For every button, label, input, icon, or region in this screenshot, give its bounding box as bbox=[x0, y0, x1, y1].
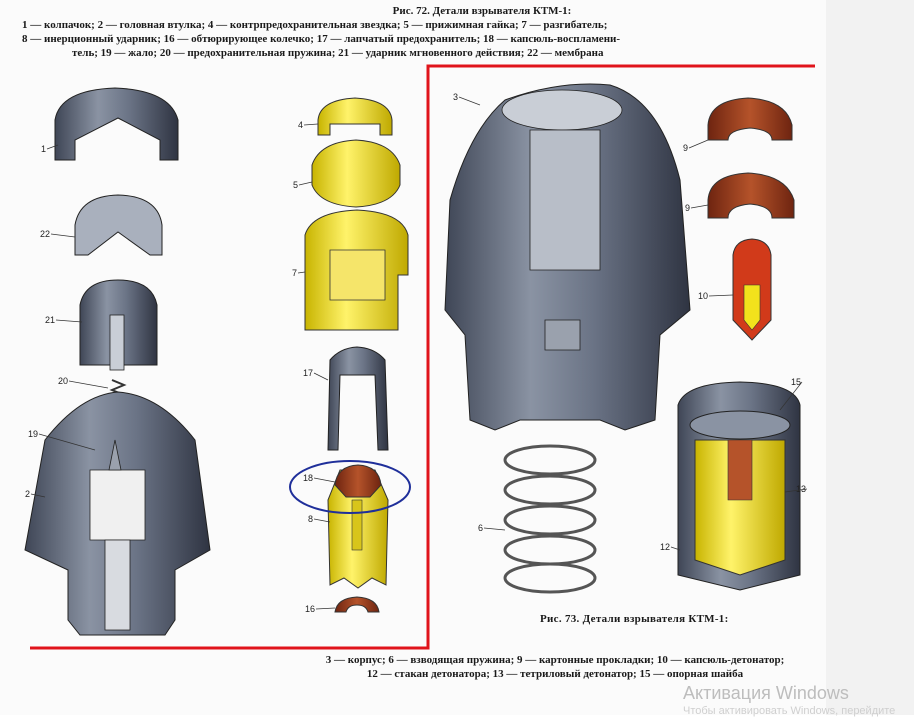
fig72-legend-line: 1 — колпачок; 2 — головная втулка; 4 — к… bbox=[22, 19, 608, 31]
leader-line bbox=[483, 527, 506, 531]
fig72-legend-line: тель; 19 — жало; 20 — предохранительная … bbox=[72, 47, 604, 59]
part-number-label: 3 bbox=[453, 92, 458, 102]
leader-line bbox=[670, 546, 681, 551]
part-number-label: 19 bbox=[28, 429, 38, 439]
fig72-title: Рис. 72. Детали взрывателя КТМ-1: bbox=[392, 5, 572, 17]
blue-highlight-circle bbox=[289, 460, 411, 514]
leader-line bbox=[38, 433, 96, 451]
fig73-legend-line: 12 — стакан детонатора; 13 — тетриловый … bbox=[366, 668, 744, 680]
part-5-clamp-nut bbox=[311, 139, 401, 208]
leader-line bbox=[688, 139, 709, 149]
leader-line bbox=[55, 319, 83, 323]
windows-activation-subtext: Чтобы активировать Windows, перейдите bbox=[683, 705, 896, 717]
leader-line bbox=[315, 607, 336, 610]
part-number-label: 6 bbox=[478, 523, 483, 533]
part-1-cap bbox=[54, 87, 179, 161]
leader-line bbox=[303, 123, 319, 126]
leader-line bbox=[50, 233, 76, 238]
part-number-label: 17 bbox=[303, 368, 313, 378]
fig73-legend-line: 3 — корпус; 6 — взводящая пружина; 9 — к… bbox=[325, 654, 785, 666]
part-16-obturating-ring bbox=[334, 596, 380, 613]
leader-line bbox=[46, 144, 59, 150]
part-number-label: 9 bbox=[685, 203, 690, 213]
part-10-detonator-cap bbox=[732, 238, 772, 341]
red-frame-line bbox=[30, 64, 815, 650]
leader-line bbox=[784, 488, 808, 493]
leader-line bbox=[68, 380, 109, 389]
part-7-expander bbox=[304, 209, 409, 331]
part-number-label: 12 bbox=[660, 542, 670, 552]
part-17-paw-safety bbox=[327, 346, 389, 451]
fig72-legend-line: 8 — инерционный ударник; 16 — обтюрирующ… bbox=[22, 33, 621, 45]
leader-line bbox=[30, 493, 46, 498]
part-number-label: 22 bbox=[40, 229, 50, 239]
part-number-label: 8 bbox=[308, 514, 313, 524]
part-2-head-sleeve bbox=[24, 391, 211, 636]
part-21-instant-striker bbox=[79, 279, 158, 371]
leader-line bbox=[313, 477, 336, 483]
part-number-label: 2 bbox=[25, 489, 30, 499]
part-6-cocking-spring bbox=[503, 444, 597, 594]
leader-line bbox=[297, 271, 306, 274]
windows-activation-watermark: Активация Windows bbox=[683, 683, 849, 703]
red-frame-annotation bbox=[30, 64, 815, 650]
fig72-legend-block: Рис. 72. Детали взрывателя КТМ-1: 1 — ко… bbox=[22, 4, 822, 60]
part-number-label: 5 bbox=[293, 180, 298, 190]
part-4-star bbox=[317, 97, 393, 136]
page-margin bbox=[826, 0, 914, 715]
part-number-label: 21 bbox=[45, 315, 55, 325]
part-9-gasket-top bbox=[707, 97, 793, 141]
leader-line bbox=[458, 96, 481, 106]
leader-line bbox=[690, 204, 709, 209]
part-number-label: 9 bbox=[683, 143, 688, 153]
part-labels: 1 22 21 20 19 2 4 5 7 17 18 8 16 3 9 9 10 15 13 12 6 bbox=[25, 92, 808, 614]
part-number-label: 18 bbox=[303, 473, 313, 483]
part-number-label: 1 bbox=[41, 144, 46, 154]
part-3-body bbox=[444, 83, 691, 431]
part-8-inertial-striker bbox=[327, 469, 389, 589]
part-15-support-washer bbox=[689, 410, 791, 440]
part-number-label: 13 bbox=[796, 484, 806, 494]
part-number-label: 10 bbox=[698, 291, 708, 301]
part-9-gasket-bottom bbox=[707, 172, 795, 219]
part-22-membrane bbox=[74, 194, 163, 256]
leader-line bbox=[313, 372, 329, 381]
part-18-primer bbox=[334, 464, 382, 498]
part-number-label: 15 bbox=[791, 377, 801, 387]
part-number-label: 16 bbox=[305, 604, 315, 614]
fig73-caption: Рис. 73. Детали взрывателя КТМ-1: bbox=[540, 613, 729, 625]
leader-line bbox=[779, 381, 803, 411]
leader-line bbox=[708, 294, 734, 297]
part-number-label: 7 bbox=[292, 268, 297, 278]
fig73-legend-block: 3 — корпус; 6 — взводящая пружина; 9 — к… bbox=[275, 653, 835, 681]
part-13-tetryl-detonator bbox=[694, 439, 786, 576]
leader-line bbox=[313, 518, 331, 523]
part-number-label: 4 bbox=[298, 120, 303, 130]
part-number-label: 20 bbox=[58, 376, 68, 386]
leader-line bbox=[298, 181, 313, 186]
